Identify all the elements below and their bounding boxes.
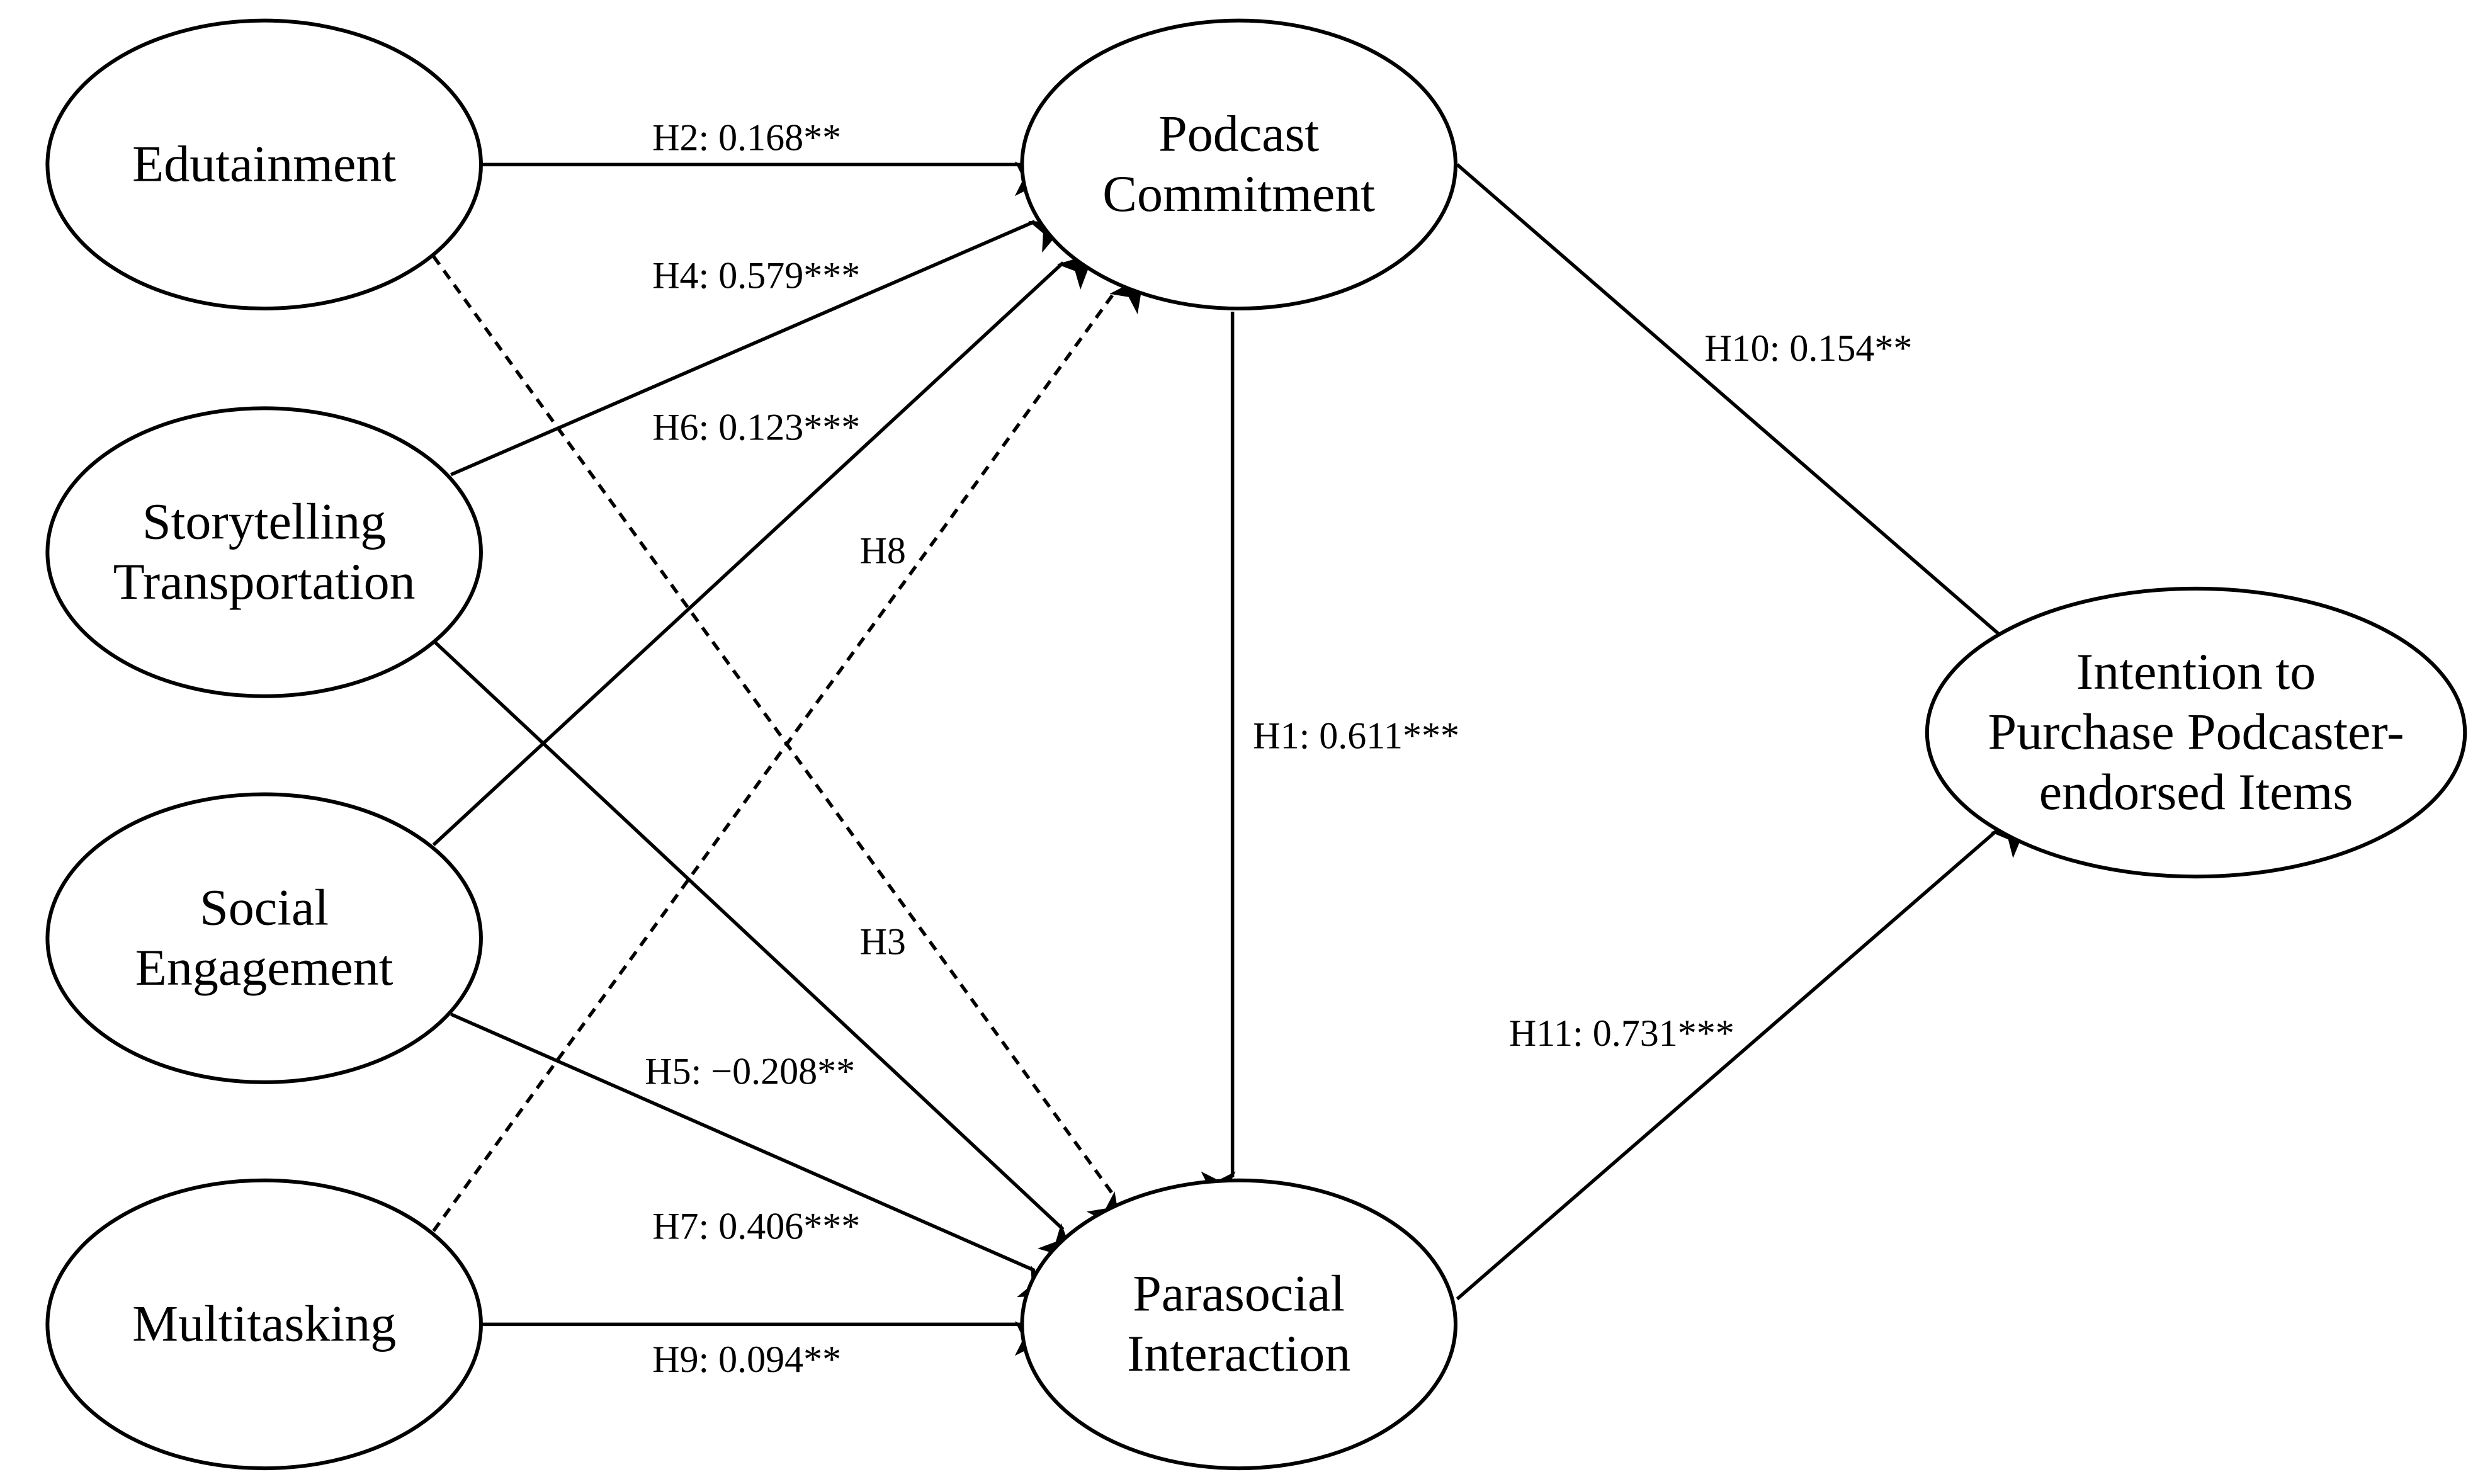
node-storytelling-label-line: Storytelling — [142, 492, 386, 550]
node-parasocial-label-line: Parasocial — [1133, 1265, 1345, 1322]
node-commitment-label-line: Podcast — [1158, 105, 1319, 162]
edge-h11-arrow — [1456, 822, 2028, 1301]
node-edutainment-label-line: Edutainment — [132, 135, 396, 192]
edge-h10-arrow — [1456, 163, 2016, 667]
node-social-label-line: Social — [200, 878, 329, 936]
edges-layer — [432, 161, 2028, 1356]
edge-h2-label: H2: 0.168** — [652, 117, 841, 159]
node-multitasking-ellipse — [45, 1178, 483, 1471]
node-social-label-line: Engagement — [135, 939, 393, 996]
nodes-layer: EdutainmentStorytellingTransportationSoc… — [45, 18, 2467, 1471]
edge-h4-arrow — [450, 220, 1067, 477]
edge-h7-label: H7: 0.406*** — [652, 1206, 860, 1247]
node-intention-ellipse — [1925, 586, 2467, 879]
node-commitment-label-line: Commitment — [1102, 165, 1375, 222]
node-storytelling-ellipse — [45, 406, 483, 698]
edge-h11-label: H11: 0.731*** — [1509, 1012, 1734, 1054]
node-intention-label-line: endorsed Items — [2039, 763, 2353, 820]
node-storytelling-label-line: Transportation — [113, 553, 416, 610]
edge-h7-arrow — [450, 1012, 1056, 1298]
edge-h10-label: H10: 0.154** — [1704, 327, 1912, 369]
node-multitasking-label-line: Multitasking — [132, 1294, 396, 1352]
edge-h9-label: H9: 0.094** — [652, 1339, 841, 1380]
node-intention-label-line: Intention to — [2076, 643, 2316, 700]
node-parasocial-label-line: Interaction — [1127, 1325, 1350, 1382]
edge-h6-label: H6: 0.123*** — [652, 407, 860, 448]
node-parasocial-ellipse — [1020, 1178, 1457, 1471]
node-social-ellipse — [45, 792, 483, 1084]
edge-h4-label: H4: 0.579*** — [652, 254, 860, 296]
node-intention-label-line: Purchase Podcaster- — [1988, 703, 2404, 761]
node-commitment-ellipse — [1020, 18, 1457, 311]
node-edutainment: Edutainment — [45, 18, 483, 311]
edge-h5-arrow — [432, 639, 1075, 1260]
edge-h8-label: H8 — [860, 530, 906, 572]
edge-h3-label: H3 — [860, 920, 906, 962]
node-multitasking: Multitasking — [45, 1178, 483, 1471]
node-edutainment-ellipse — [45, 18, 483, 311]
edge-h1-label: H1: 0.611*** — [1253, 715, 1459, 757]
edge-h6-arrow — [432, 253, 1094, 846]
edge-h5-label: H5: −0.208** — [645, 1050, 855, 1092]
labels-layer: H2: 0.168**H4: 0.579***H6: 0.123***H8H3H… — [645, 117, 1912, 1380]
